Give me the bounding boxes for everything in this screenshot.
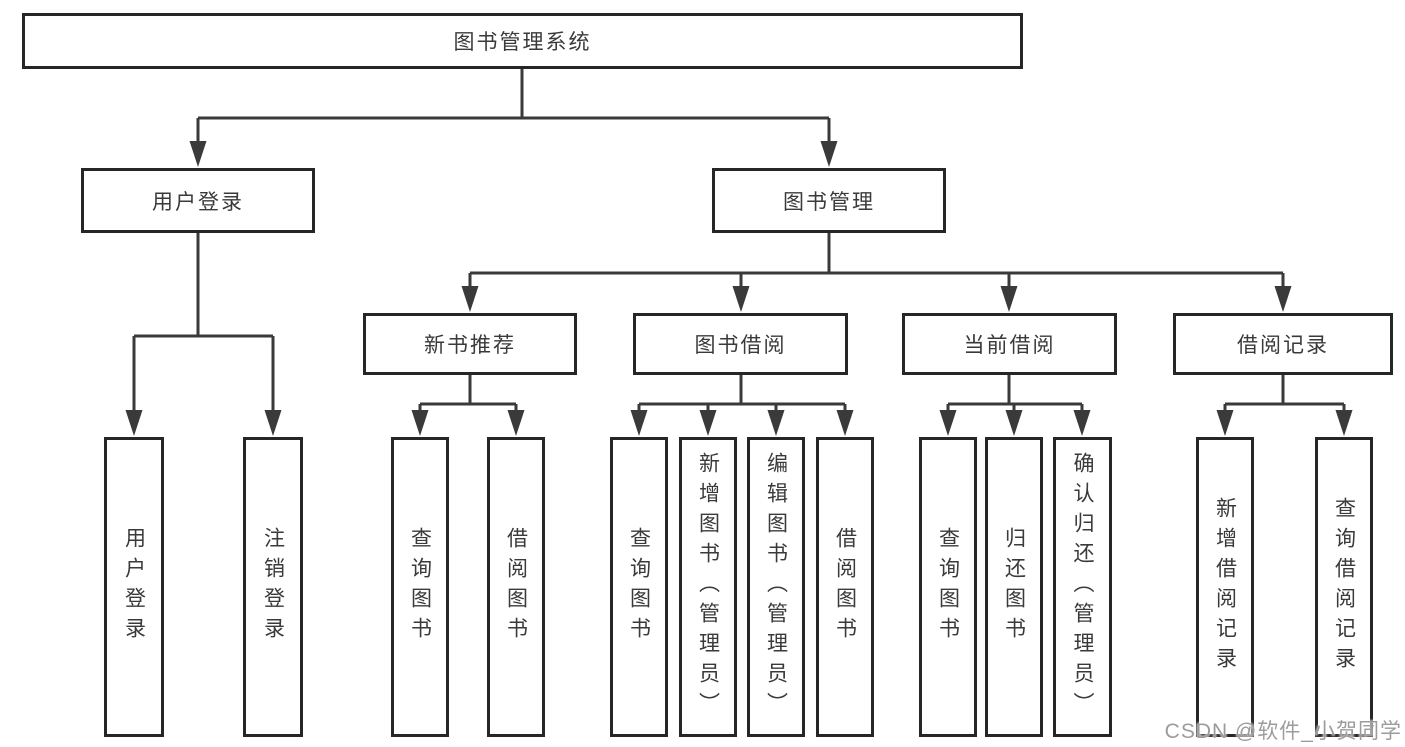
leaf-query-book-recommend-label: 查询图书 (408, 527, 432, 647)
leaf-add-borrow-record: 新增借阅记录 (1196, 437, 1254, 737)
leaf-return-book-label: 归还图书 (1002, 527, 1026, 647)
leaf-add-book-admin: 新增图书（管理员） (679, 437, 737, 737)
csdn-watermark: CSDN @软件_小贺同学 (1164, 720, 1402, 743)
leaf-query-book-current-label: 查询图书 (936, 527, 960, 647)
node-new-book-recommend: 新书推荐 (363, 313, 577, 375)
leaf-logout-label: 注销登录 (261, 527, 285, 647)
node-library-management-system: 图书管理系统 (22, 13, 1023, 69)
leaf-user-login: 用户登录 (104, 437, 164, 737)
leaf-confirm-return-admin-label: 确认归还（管理员） (1071, 452, 1094, 722)
node-book-borrow: 图书借阅 (633, 313, 848, 375)
leaf-query-book-current: 查询图书 (919, 437, 977, 737)
leaf-borrow-book-label: 借阅图书 (833, 527, 857, 647)
leaf-query-book-borrow-label: 查询图书 (627, 527, 651, 647)
leaf-return-book: 归还图书 (985, 437, 1043, 737)
leaf-logout: 注销登录 (243, 437, 303, 737)
leaf-edit-book-admin-label: 编辑图书（管理员） (764, 452, 788, 722)
leaf-edit-book-admin: 编辑图书（管理员） (747, 437, 805, 737)
node-user-login: 用户登录 (81, 168, 315, 233)
leaf-query-book-recommend: 查询图书 (391, 437, 449, 737)
arrowheads (125, 141, 1353, 436)
leaf-query-book-borrow: 查询图书 (610, 437, 668, 737)
node-current-borrow: 当前借阅 (902, 313, 1117, 375)
leaf-add-book-admin-label: 新增图书（管理员） (696, 452, 720, 722)
node-book-management: 图书管理 (712, 168, 946, 233)
leaf-query-borrow-record-label: 查询借阅记录 (1332, 497, 1356, 677)
leaf-borrow-book-recommend-label: 借阅图书 (504, 527, 528, 647)
leaf-query-borrow-record: 查询借阅记录 (1315, 437, 1373, 737)
leaf-borrow-book: 借阅图书 (816, 437, 874, 737)
leaf-confirm-return-admin: 确认归还（管理员） (1053, 437, 1112, 737)
leaf-add-borrow-record-label: 新增借阅记录 (1213, 497, 1237, 677)
node-borrow-records: 借阅记录 (1173, 313, 1393, 375)
leaf-borrow-book-recommend: 借阅图书 (487, 437, 545, 737)
leaf-user-login-label: 用户登录 (122, 527, 146, 647)
